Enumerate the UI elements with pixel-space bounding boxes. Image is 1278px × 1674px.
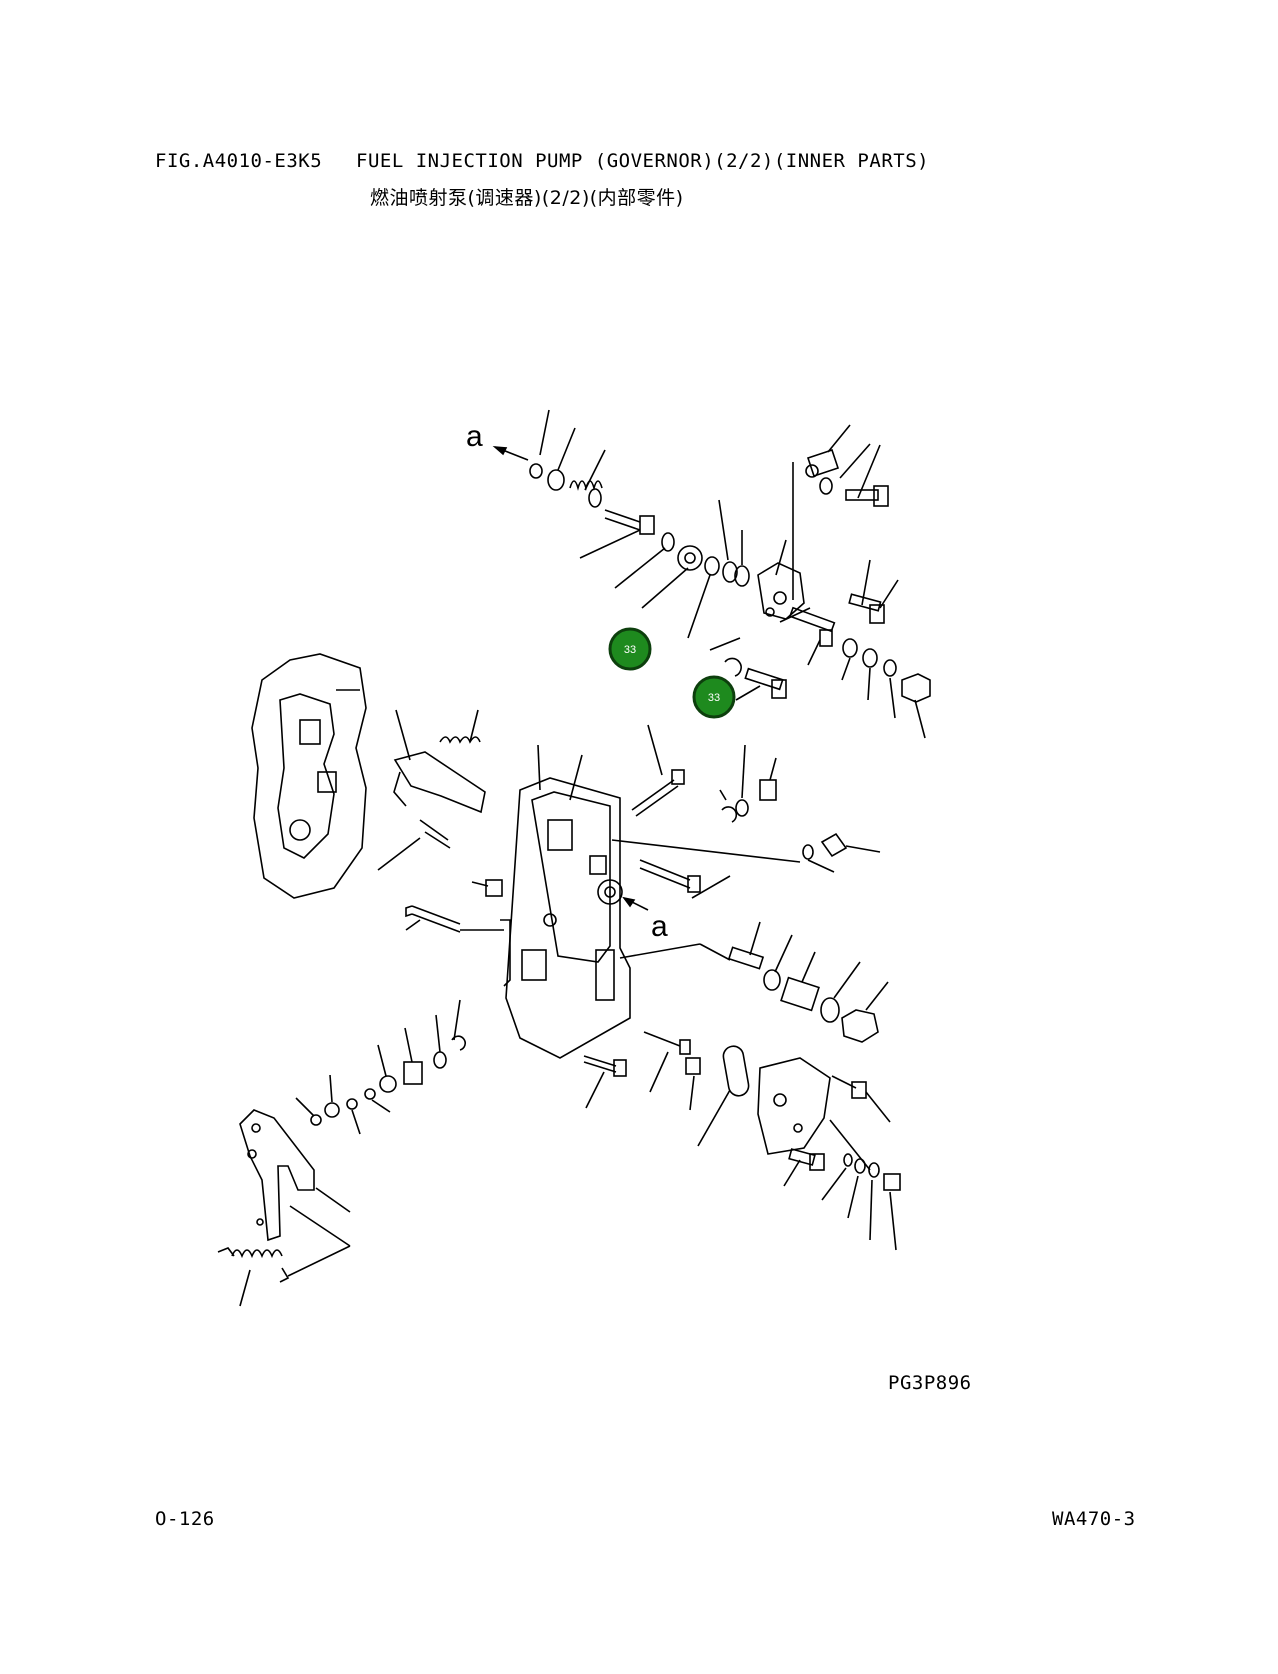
gasket-ring	[697, 1045, 750, 1147]
callout-marker[interactable]: 33	[692, 675, 736, 719]
adjusting-screw	[579, 509, 655, 559]
bolt-middle-right	[611, 839, 801, 899]
page-number: O-126	[155, 1508, 215, 1530]
governor-lever	[377, 709, 486, 871]
machine-model: WA470-3	[1052, 1508, 1136, 1530]
reference-label-a-top: a	[466, 420, 483, 453]
callout-marker[interactable]: 33	[608, 627, 652, 671]
spring-washer-stack	[529, 409, 606, 508]
right-stack	[619, 921, 889, 1043]
drawing-code: PG3P896	[888, 1372, 972, 1394]
lower-right-small-parts	[783, 1148, 901, 1251]
left-lower-small-parts	[295, 999, 466, 1135]
governor-cover	[500, 744, 631, 1059]
retaining-rings-center	[719, 744, 777, 823]
lower-lever-arm	[239, 1109, 351, 1277]
figure-code: FIG.A4010-E3K5	[155, 150, 323, 172]
plate-and-bolt-top-right	[805, 424, 889, 507]
washers-right	[841, 638, 931, 739]
callout-label: 33	[624, 644, 636, 656]
figure-title-chinese: 燃油喷射泵(调速器)(2/2)(内部零件)	[370, 187, 684, 209]
reference-arrow-lower	[622, 896, 649, 911]
reference-arrow-top	[492, 445, 529, 461]
figure-title-english: FUEL INJECTION PUMP (GOVERNOR)(2/2)(INNE…	[356, 150, 930, 172]
snap-ring-and-bolt	[709, 637, 787, 701]
bolt-right-1	[848, 559, 899, 624]
long-bolt-left	[405, 879, 504, 933]
cover-plate-lower-right	[757, 1057, 891, 1171]
governor-housing-outline	[251, 653, 367, 899]
callout-label: 33	[708, 692, 720, 704]
bracket-top-right	[757, 462, 805, 620]
lower-return-spring	[217, 1247, 290, 1307]
long-bolt-center	[631, 724, 685, 817]
reference-label-a-lower: a	[651, 910, 668, 943]
plug-and-oring-right	[802, 832, 881, 873]
bolt-right-2	[779, 606, 836, 666]
stud-lower-middle	[583, 1031, 701, 1111]
washers-top	[614, 499, 750, 639]
